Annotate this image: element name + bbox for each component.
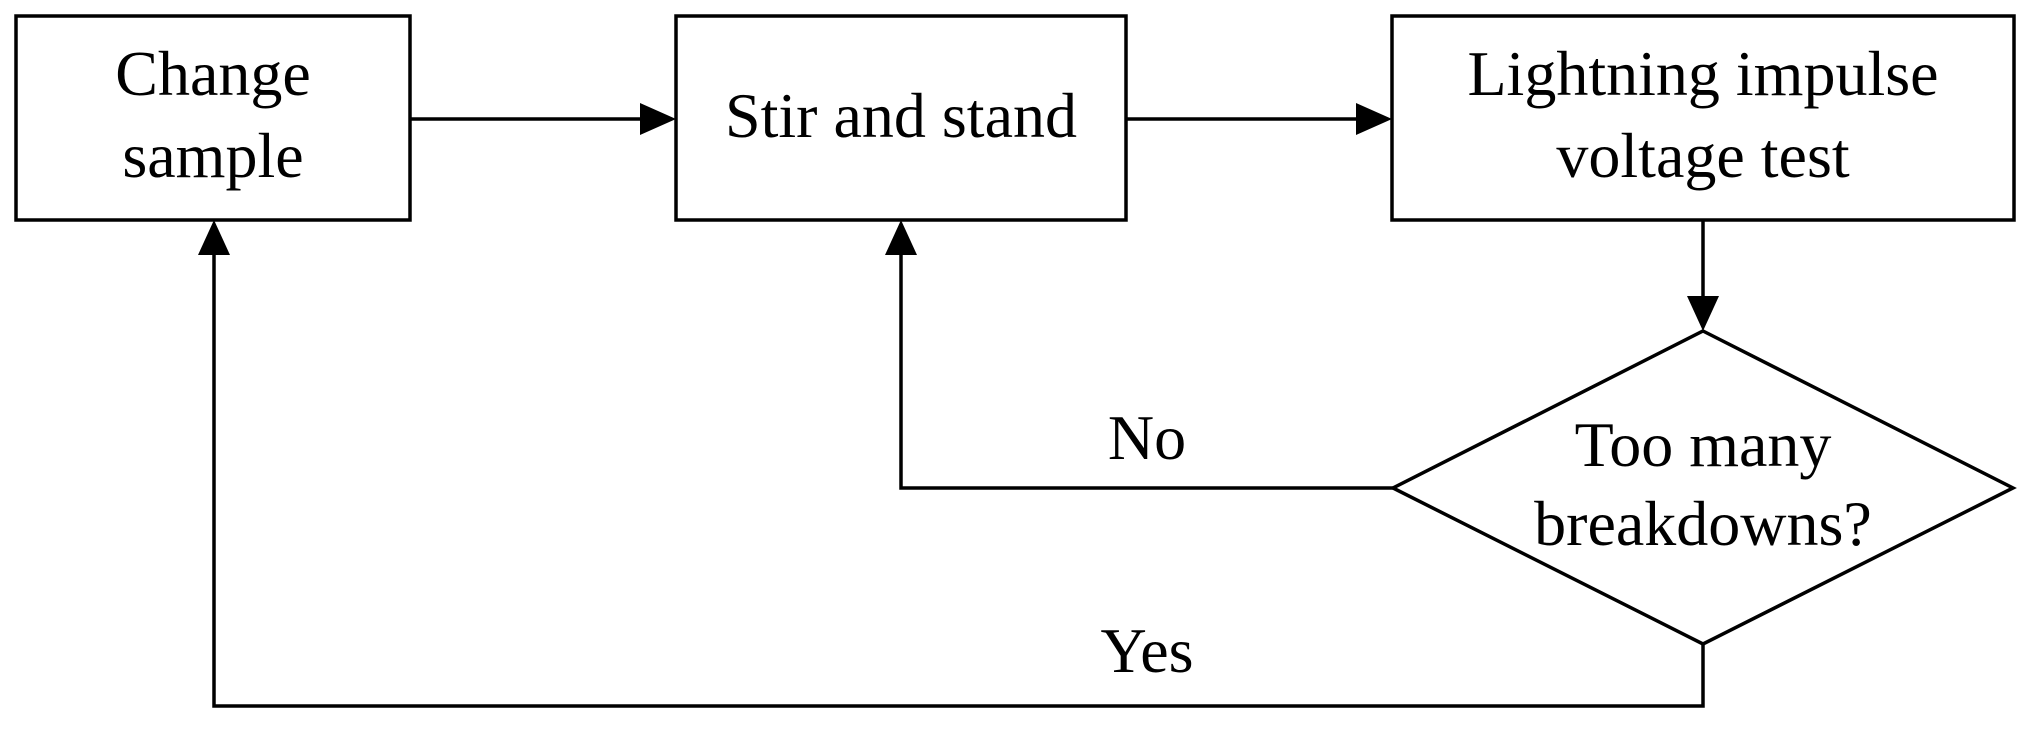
arrowhead-stir-bottom [885,220,917,255]
node-decision-diamond [1389,329,2017,646]
node-decision-line-1: Too many [1575,409,1832,480]
node-lightning-test-line-2: voltage test [1556,120,1849,191]
arrowhead-decision-top [1687,296,1719,331]
node-lightning-test: Lightning impulse voltage test [1390,14,2016,222]
arrowhead-change-bottom [198,220,230,255]
edge-no-loop [899,255,1393,490]
edge-label-no: No [1108,402,1186,473]
node-change-sample: Change sample [14,14,412,222]
node-lightning-test-line-1: Lightning impulse [1467,38,1938,109]
node-lightning-test-box [1390,14,2016,222]
node-change-sample-line-1: Change [115,38,311,109]
arrowhead-lightning-left [1356,103,1392,135]
arrowhead-stir-left [640,103,676,135]
node-stir-and-stand: Stir and stand [674,14,1128,222]
node-change-sample-box [14,14,412,222]
node-stir-and-stand-box [674,14,1128,222]
node-decision-line-2: breakdowns? [1534,488,1872,559]
edge-yes-loop [212,255,1705,708]
node-stir-and-stand-line-1: Stir and stand [725,80,1077,151]
node-change-sample-line-2: sample [122,120,303,191]
node-decision: Too many breakdowns? [1389,329,2017,646]
edge-label-yes: Yes [1100,615,1193,686]
